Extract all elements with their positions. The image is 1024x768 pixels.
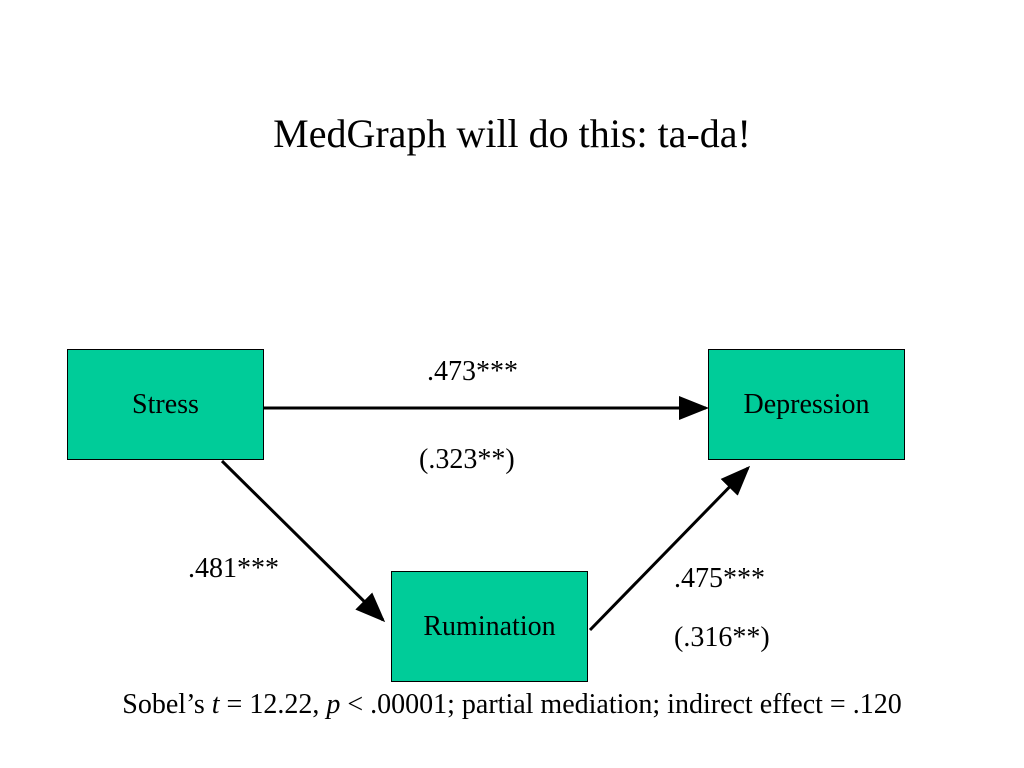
coef-stress-depression-controlled: (.323**) (419, 444, 515, 475)
node-stress: Stress (67, 349, 264, 460)
arrow-stress-to-rumination (220, 459, 386, 623)
footnote-text-3: < .00001; partial mediation; indirect ef… (340, 689, 902, 720)
node-stress-label: Stress (132, 388, 199, 420)
coef-stress-rumination: .481*** (188, 553, 279, 584)
coef-rumination-depression: .475*** (674, 563, 765, 594)
node-rumination: Rumination (391, 571, 588, 682)
footnote-t-symbol: t (211, 689, 220, 720)
node-depression: Depression (708, 349, 905, 460)
footnote-text-2: = 12.22, (219, 689, 327, 720)
sobel-test-footnote: Sobel’s t = 12.22, p < .00001; partial m… (0, 688, 1024, 722)
node-depression-label: Depression (743, 388, 870, 420)
slide-title: MedGraph will do this: ta-da! (273, 111, 751, 156)
coef-stress-depression: .473*** (427, 356, 518, 387)
node-rumination-label: Rumination (423, 610, 556, 642)
footnote-text-1: Sobel’s (122, 689, 212, 720)
footnote-p-symbol: p (326, 689, 341, 720)
coef-rumination-depression-controlled: (.316**) (674, 622, 770, 653)
arrow-rumination-to-depression (588, 465, 751, 632)
